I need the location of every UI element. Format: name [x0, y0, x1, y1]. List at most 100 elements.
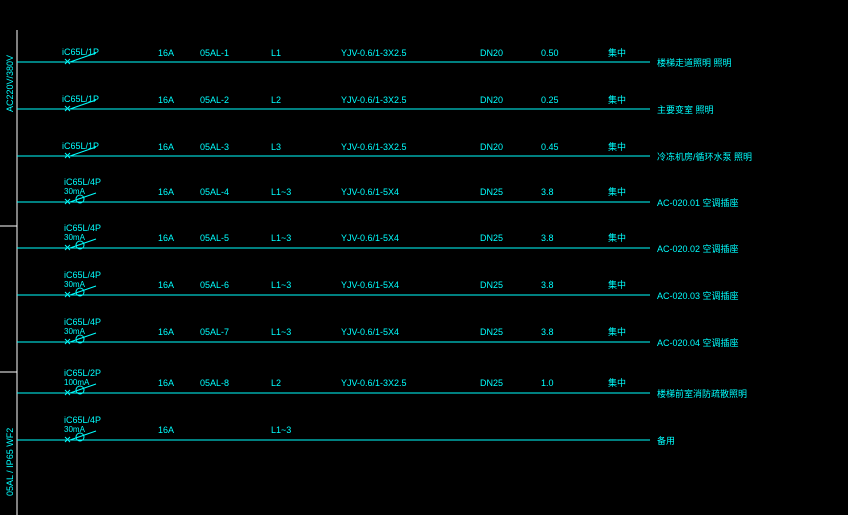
load-kw: 1.0	[541, 378, 554, 388]
circuit-id: 05AL-4	[200, 187, 229, 197]
breaker-type: iC65L/1P	[62, 141, 99, 151]
install-note: 集中	[608, 94, 626, 105]
breaker-type: iC65L/4P	[64, 415, 101, 425]
rated-current: 16A	[158, 95, 174, 105]
cable-spec: YJV-0.6/1-3X2.5	[341, 48, 407, 58]
rated-current: 16A	[158, 327, 174, 337]
install-note: 集中	[608, 47, 626, 58]
circuit-id: 05AL-7	[200, 327, 229, 337]
rated-current: 16A	[158, 280, 174, 290]
cable-spec: YJV-0.6/1-5X4	[341, 327, 399, 337]
load-kw: 0.25	[541, 95, 559, 105]
conduit-size: DN25	[480, 327, 503, 337]
circuit-description: 备用	[657, 435, 675, 446]
circuit-description: AC-020.02 空调插座	[657, 243, 739, 254]
rcd-rating: 30mA	[64, 187, 86, 196]
cable-spec: YJV-0.6/1-3X2.5	[341, 95, 407, 105]
circuit-id: 05AL-3	[200, 142, 229, 152]
phase: L3	[271, 142, 281, 152]
breaker-switch-icon	[69, 52, 97, 63]
breaker-cross-icon	[64, 58, 71, 65]
breaker-cross-icon	[64, 244, 71, 251]
phase: L1~3	[271, 425, 291, 435]
conduit-size: DN20	[480, 95, 503, 105]
phase: L1~3	[271, 280, 291, 290]
load-kw: 3.8	[541, 187, 554, 197]
rcd-ring-icon	[75, 334, 85, 344]
conduit-size: DN25	[480, 378, 503, 388]
circuit-id: 05AL-5	[200, 233, 229, 243]
breaker-switch-icon	[69, 146, 97, 157]
rcd-rating: 30mA	[64, 280, 86, 289]
breaker-cross-icon	[64, 338, 71, 345]
breaker-cross-icon	[64, 389, 71, 396]
phase: L1	[271, 48, 281, 58]
rcd-ring-icon	[75, 287, 85, 297]
breaker-switch-icon	[69, 192, 97, 203]
conduit-size: DN25	[480, 233, 503, 243]
breaker-type: iC65L/2P	[64, 368, 101, 378]
cable-spec: YJV-0.6/1-3X2.5	[341, 142, 407, 152]
conduit-size: DN25	[480, 280, 503, 290]
load-kw: 3.8	[541, 280, 554, 290]
rcd-rating: 100mA	[64, 378, 90, 387]
install-note: 集中	[608, 279, 626, 290]
load-kw: 3.8	[541, 327, 554, 337]
breaker-cross-icon	[64, 152, 71, 159]
circuit-description: 冷冻机房/循环水泵 照明	[657, 151, 752, 162]
install-note: 集中	[608, 326, 626, 337]
breaker-cross-icon	[64, 436, 71, 443]
breaker-type: iC65L/4P	[64, 177, 101, 187]
rated-current: 16A	[158, 142, 174, 152]
conduit-size: DN20	[480, 48, 503, 58]
circuit-id: 05AL-8	[200, 378, 229, 388]
install-note: 集中	[608, 141, 626, 152]
rcd-ring-icon	[75, 194, 85, 204]
phase: L2	[271, 95, 281, 105]
conduit-size: DN25	[480, 187, 503, 197]
breaker-type: iC65L/4P	[64, 223, 101, 233]
load-kw: 0.45	[541, 142, 559, 152]
install-note: 集中	[608, 186, 626, 197]
rated-current: 16A	[158, 378, 174, 388]
circuit-description: AC-020.03 空调插座	[657, 290, 739, 301]
cable-spec: YJV-0.6/1-5X4	[341, 233, 399, 243]
install-note: 集中	[608, 232, 626, 243]
rcd-ring-icon	[75, 385, 85, 395]
circuit-description: AC-020.01 空调插座	[657, 197, 739, 208]
circuit-description: AC-020.04 空调插座	[657, 337, 739, 348]
cable-spec: YJV-0.6/1-5X4	[341, 187, 399, 197]
breaker-type: iC65L/1P	[62, 94, 99, 104]
circuit-description: 主要变室 照明	[657, 104, 714, 115]
phase: L1~3	[271, 233, 291, 243]
phase: L2	[271, 378, 281, 388]
rated-current: 16A	[158, 187, 174, 197]
breaker-switch-icon	[69, 99, 97, 110]
breaker-type: iC65L/4P	[64, 270, 101, 280]
breaker-switch-icon	[69, 285, 97, 296]
circuit-description: 楼梯走道照明 照明	[657, 57, 732, 68]
rated-current: 16A	[158, 48, 174, 58]
panel-label: 05AL / IP65 WF2	[5, 428, 15, 496]
circuit-id: 05AL-2	[200, 95, 229, 105]
rcd-ring-icon	[75, 240, 85, 250]
rcd-rating: 30mA	[64, 233, 86, 242]
breaker-cross-icon	[64, 105, 71, 112]
install-note: 集中	[608, 377, 626, 388]
breaker-type: iC65L/1P	[62, 47, 99, 57]
rated-current: 16A	[158, 425, 174, 435]
cable-spec: YJV-0.6/1-5X4	[341, 280, 399, 290]
circuit-description: 楼梯前室消防疏散照明	[657, 388, 747, 399]
load-kw: 0.50	[541, 48, 559, 58]
phase: L1~3	[271, 327, 291, 337]
breaker-cross-icon	[64, 291, 71, 298]
breaker-switch-icon	[69, 332, 97, 343]
load-kw: 3.8	[541, 233, 554, 243]
rated-current: 16A	[158, 233, 174, 243]
breaker-switch-icon	[69, 430, 97, 441]
bus-voltage-label: AC220V/380V	[5, 55, 15, 112]
cable-spec: YJV-0.6/1-3X2.5	[341, 378, 407, 388]
